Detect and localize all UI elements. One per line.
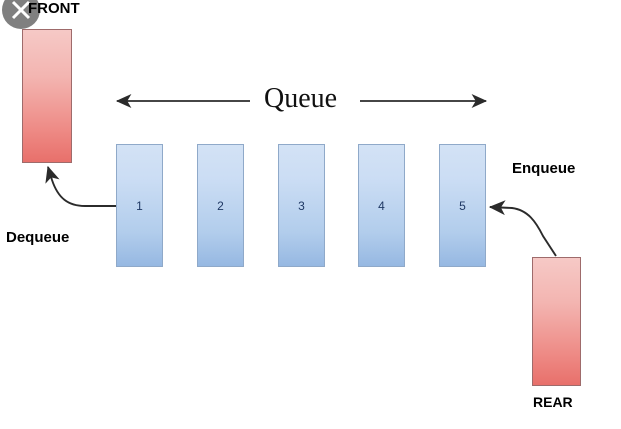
queue-element-value: 3	[298, 198, 305, 213]
queue-element-value: 1	[136, 198, 143, 213]
queue-title-label: Queue	[264, 83, 338, 114]
rear-label: REAR	[533, 394, 573, 410]
front-pointer-box	[22, 29, 72, 163]
enqueue-label: Enqueue	[512, 160, 576, 177]
queue-element-value: 5	[459, 198, 466, 213]
queue-element-value: 2	[217, 198, 224, 213]
queue-element-1: 1	[116, 144, 163, 267]
queue-element-4: 4	[358, 144, 405, 267]
close-circle-icon[interactable]	[2, 0, 40, 29]
enqueue-arrow	[488, 200, 557, 257]
dequeue-label: Dequeue	[6, 229, 70, 246]
queue-element-5: 5	[439, 144, 486, 267]
queue-element-3: 3	[278, 144, 325, 267]
rear-pointer-box	[532, 257, 581, 386]
dequeue-arrow	[45, 165, 116, 207]
front-label: FRONT	[28, 0, 80, 17]
queue-element-2: 2	[197, 144, 244, 267]
queue-element-value: 4	[378, 198, 385, 213]
